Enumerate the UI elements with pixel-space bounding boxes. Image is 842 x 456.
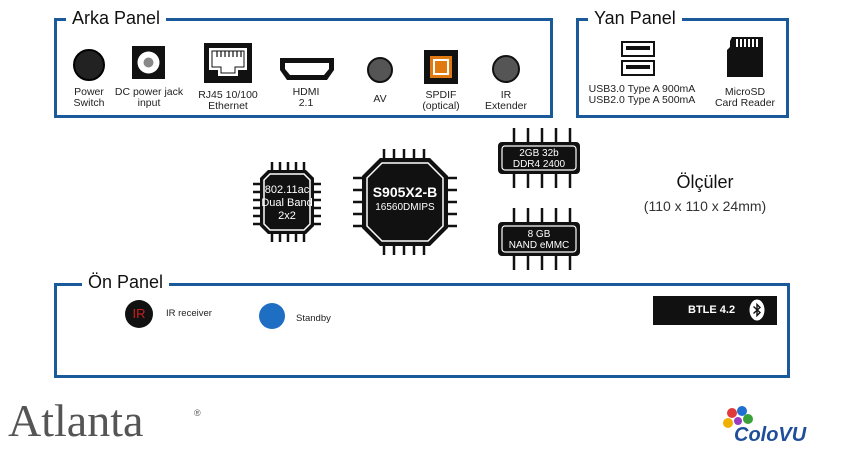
usb-port-icon: [621, 41, 655, 57]
emmc-chip-line-1: 8 GB: [527, 229, 551, 240]
atlanta-logo: Atlanta ®: [0, 390, 210, 452]
port-label-dc-2: input: [137, 97, 161, 109]
port-label-power-2: Switch: [73, 97, 105, 109]
colovu-logo-text: ColoVU: [734, 424, 807, 446]
ir-receiver-badge: [125, 300, 153, 328]
port-label-spdif-2: (optical): [422, 100, 460, 112]
back-panel-title: Arka Panel: [66, 8, 167, 29]
back-panel: [54, 18, 553, 118]
port-label-ir-1: IR: [500, 89, 512, 101]
microsd-card-icon: [727, 37, 763, 77]
cpu-chip-line-2: 16560DMIPS: [375, 202, 435, 213]
port-label-power-1: Power: [74, 86, 104, 98]
emmc-chip-line-2: NAND eMMC: [508, 240, 570, 251]
wifi-chip-line-3: 2x2: [278, 210, 296, 222]
port-label-spdif-1: SPDIF: [425, 89, 457, 101]
bluetooth-label: BTLE 4.2: [688, 304, 736, 316]
dc-jack-icon: [132, 46, 165, 79]
ethernet-port-icon: [204, 43, 252, 83]
av-port-icon: [367, 57, 393, 83]
dimensions-title: Ölçüler: [676, 172, 734, 192]
side-panel-title: Yan Panel: [588, 8, 682, 29]
sd-label-2: Card Reader: [714, 97, 776, 109]
hdmi-port-icon: [280, 58, 334, 80]
standby-led-icon: [259, 303, 285, 329]
cpu-chip-icon: [353, 149, 457, 255]
ram-chip-icon: [498, 128, 580, 188]
ir-receiver-badge-text: IR: [132, 306, 146, 321]
colovu-logo: ColoVU: [720, 404, 838, 450]
port-label-dc-1: DC power jack: [114, 86, 184, 98]
port-label-rj45-2: Ethernet: [208, 100, 248, 112]
colovu-flower-icon: [723, 406, 753, 428]
front-panel-title: Ön Panel: [82, 272, 170, 293]
standby-label: Standby: [296, 313, 331, 324]
usb-label-1: USB3.0 Type A 900mA: [588, 83, 696, 95]
port-label-av: AV: [373, 93, 387, 105]
port-label-rj45-1: RJ45 10/100: [198, 89, 258, 101]
port-label-hdmi-1: HDMI: [292, 86, 320, 98]
wifi-chip-line-1: 802.11ac: [264, 184, 310, 196]
atlanta-registered-mark: ®: [194, 408, 201, 418]
ram-chip-line-2: DDR4 2400: [512, 159, 566, 170]
wifi-chip-line-2: Dual Band: [261, 197, 313, 209]
ram-chip-line-1: 2GB 32b: [519, 148, 559, 159]
side-panel: [576, 18, 789, 118]
power-button-icon: [73, 49, 105, 81]
cpu-chip-line-1: S905X2-B: [372, 184, 438, 200]
ir-receiver-label: IR receiver: [166, 308, 212, 319]
sd-label-1: MicroSD: [724, 86, 766, 98]
bluetooth-icon: [749, 299, 765, 321]
emmc-chip-icon: [498, 208, 580, 270]
spdif-port-icon: [424, 50, 458, 84]
port-label-ir-2: Extender: [484, 100, 528, 112]
dimensions-value: (110 x 110 x 24mm): [643, 198, 767, 214]
usb-port-icon-2: [621, 60, 655, 76]
port-label-hdmi-2: 2.1: [298, 97, 314, 109]
usb-label-2: USB2.0 Type A 500mA: [588, 94, 696, 106]
wifi-chip-icon: [253, 162, 321, 242]
atlanta-logo-text: Atlanta: [8, 395, 144, 446]
front-panel: [54, 283, 790, 378]
ir-extender-port-icon: [492, 55, 520, 83]
